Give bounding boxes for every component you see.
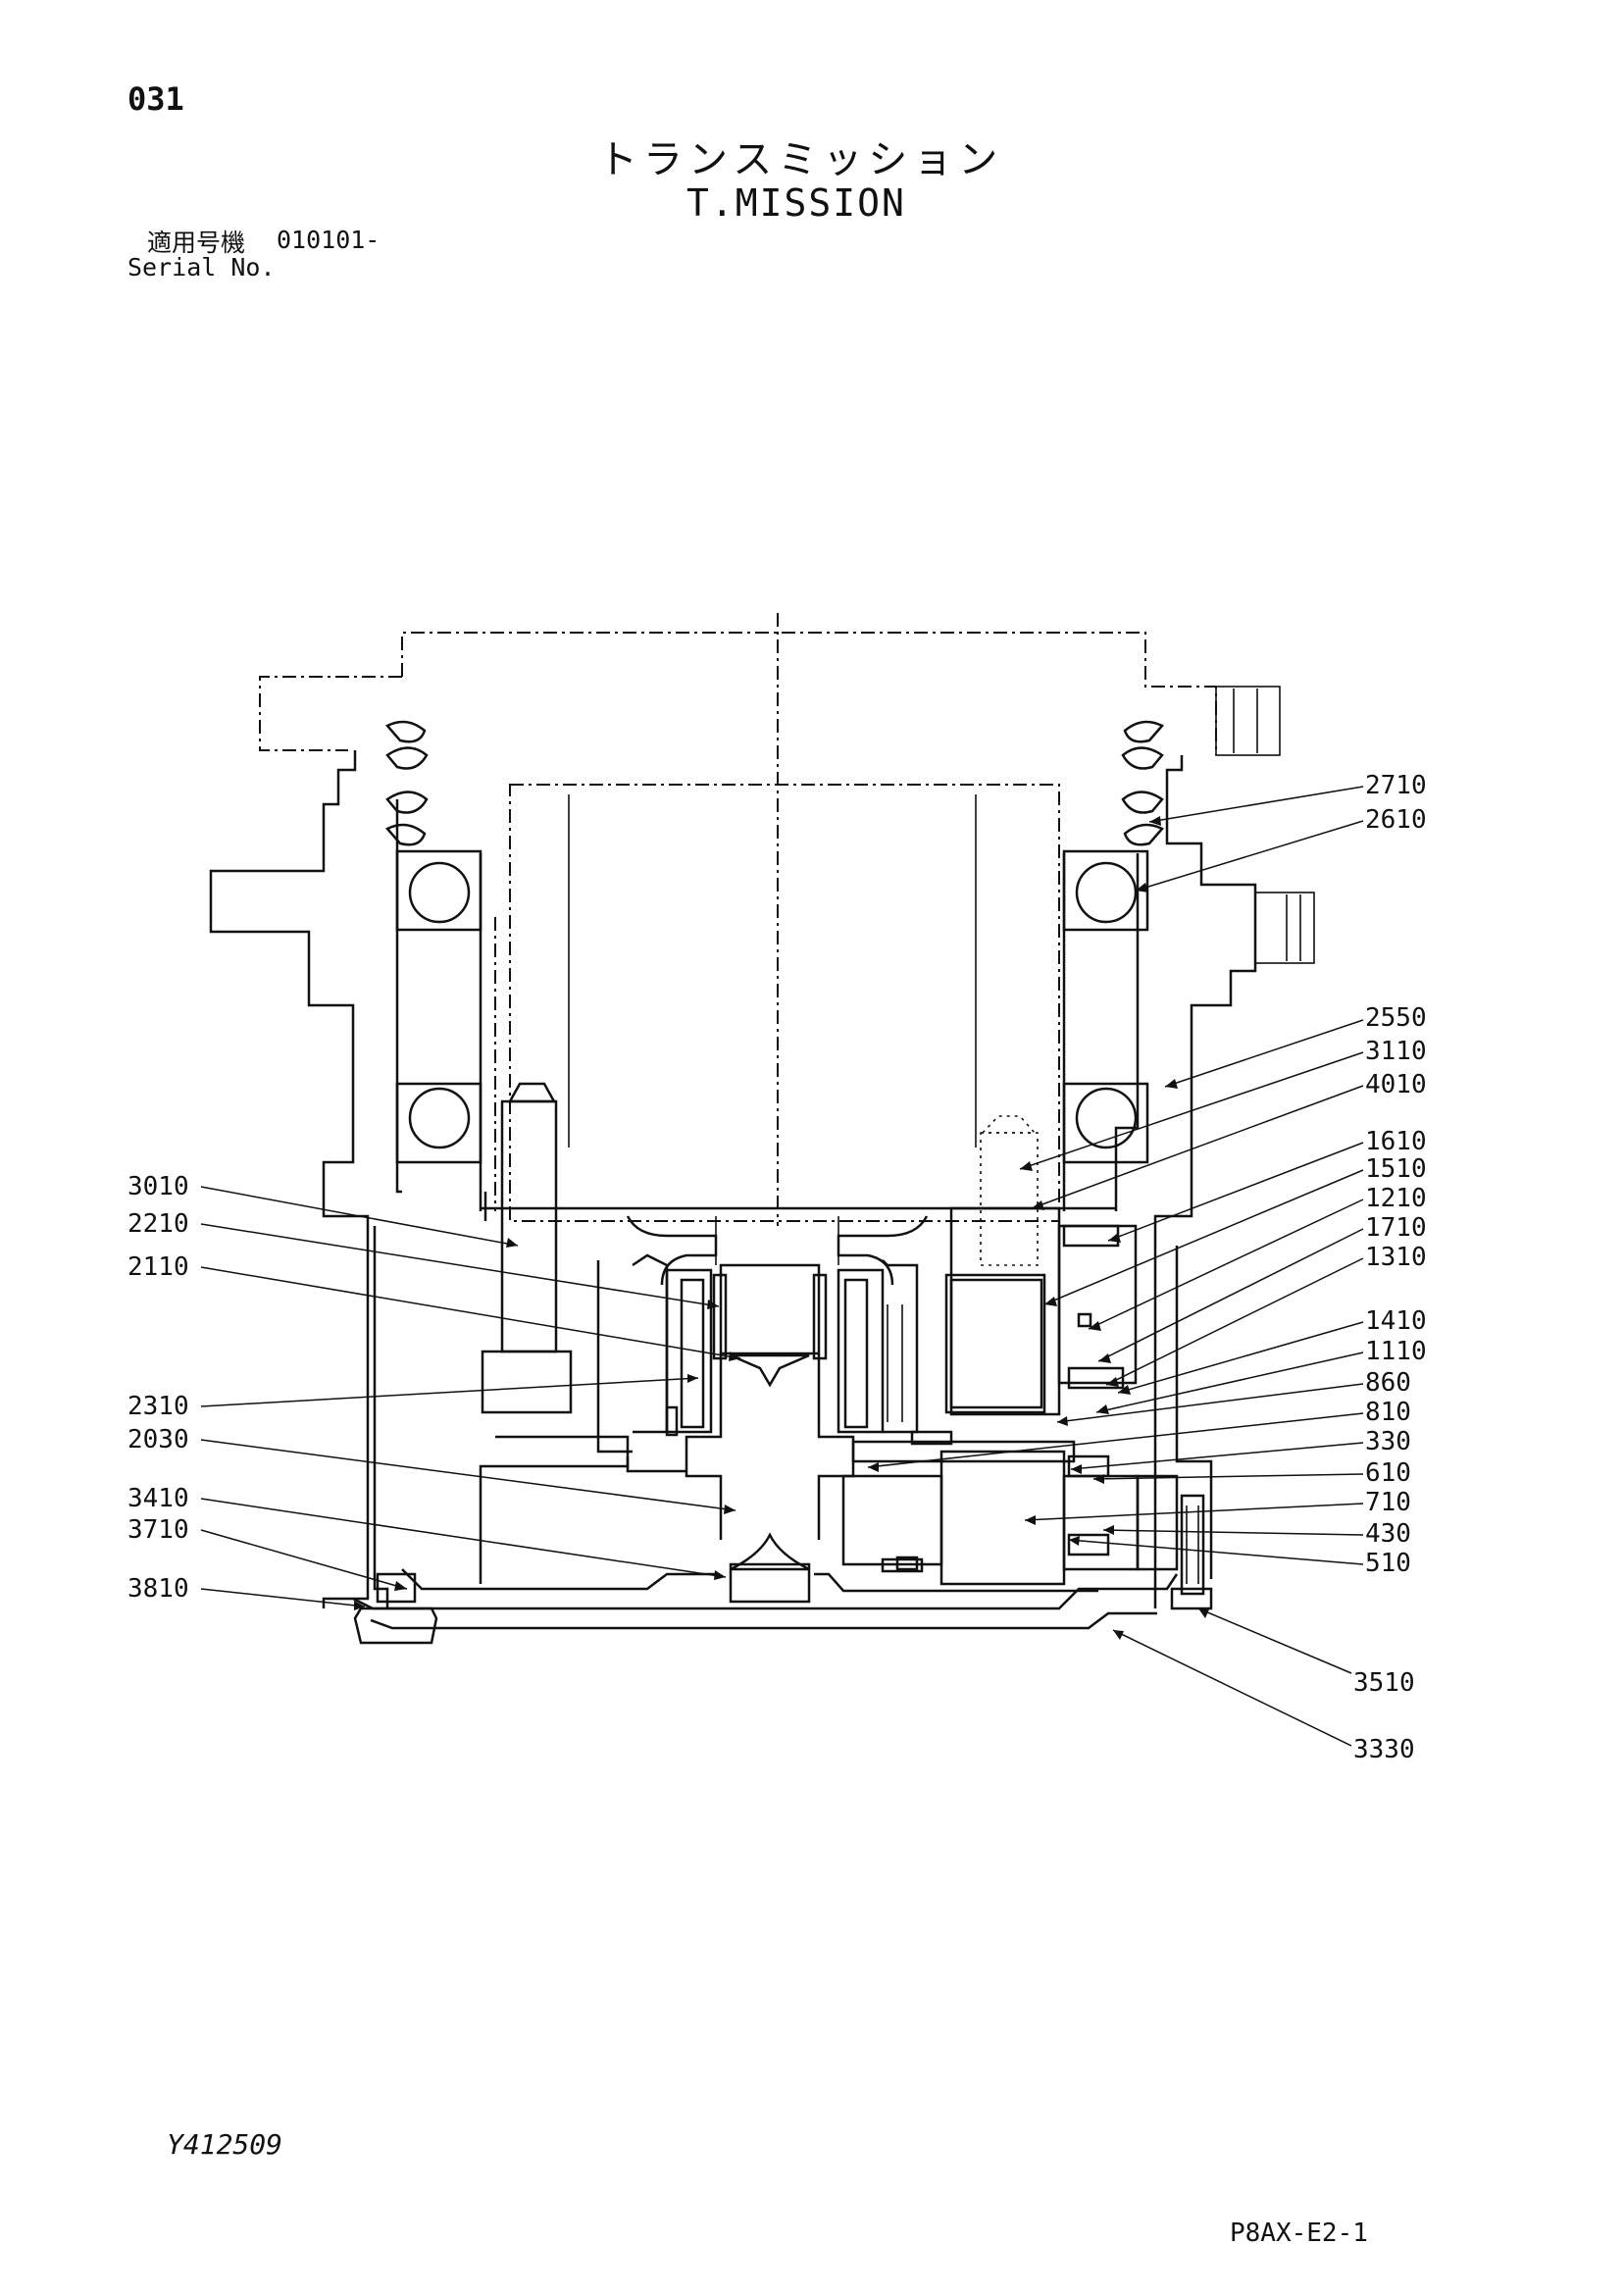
callout-1610: 1610 xyxy=(1365,1127,1427,1156)
callout-2110: 2110 xyxy=(127,1252,189,1282)
callout-1210: 1210 xyxy=(1365,1184,1427,1213)
sun-gear-shaft xyxy=(685,1263,855,1604)
bottom-plugs xyxy=(353,1494,1213,1645)
callout-2550: 2550 xyxy=(1365,1003,1427,1033)
callout-2310: 2310 xyxy=(127,1392,189,1421)
carrier-plate xyxy=(481,1206,1116,1286)
title-english: T.MISSION xyxy=(686,181,906,225)
callout-2210: 2210 xyxy=(127,1209,189,1239)
callout-1410: 1410 xyxy=(1365,1306,1427,1336)
callout-430: 430 xyxy=(1365,1519,1411,1549)
callout-3330: 3330 xyxy=(1353,1735,1415,1764)
outer-housing-right xyxy=(1114,755,1257,1608)
serial-label-japanese: 適用号機 xyxy=(147,229,246,257)
callout-3010: 3010 xyxy=(127,1172,189,1201)
callout-2610: 2610 xyxy=(1365,805,1427,835)
outer-housing-left xyxy=(209,750,487,1608)
callout-3410: 3410 xyxy=(127,1484,189,1513)
serial-value: 010101- xyxy=(277,226,381,254)
left-gear-stack xyxy=(479,1253,713,1584)
page-code: P8AX-E2-1 xyxy=(1230,2219,1368,2248)
callout-2710: 2710 xyxy=(1365,771,1427,800)
right-fitting-block xyxy=(1215,686,1315,964)
right-callout-labels: 2710 2610 2550 3110 4010 1610 1510 1210 … xyxy=(867,771,1427,1764)
callout-3810: 3810 xyxy=(127,1574,189,1604)
bottom-housing xyxy=(352,1568,1179,1630)
callout-3110: 3110 xyxy=(1365,1037,1427,1066)
callout-3510: 3510 xyxy=(1353,1668,1415,1698)
callout-2030: 2030 xyxy=(127,1425,189,1454)
callout-610: 610 xyxy=(1365,1458,1411,1488)
bolt-3010 xyxy=(481,1082,573,1414)
motor-housing-outline xyxy=(259,632,1217,1222)
page-number: 031 xyxy=(127,80,184,118)
right-gear-stack xyxy=(837,1259,1076,1463)
callout-510: 510 xyxy=(1365,1549,1411,1578)
callout-1510: 1510 xyxy=(1365,1154,1427,1184)
callout-330: 330 xyxy=(1365,1427,1411,1456)
callout-860: 860 xyxy=(1365,1368,1411,1398)
planet-pin-lower xyxy=(841,1450,1179,1586)
left-callout-labels: 3010 2210 2110 2310 2030 3410 3710 3810 xyxy=(127,1172,741,1610)
left-oil-seal xyxy=(385,720,429,846)
document-id: Y412509 xyxy=(167,2128,283,2161)
right-oil-seal xyxy=(1121,720,1164,846)
serial-label-english: Serial No. xyxy=(127,253,276,281)
bearing-balls xyxy=(395,849,1149,1211)
callout-4010: 4010 xyxy=(1365,1070,1427,1099)
callout-710: 710 xyxy=(1365,1488,1411,1517)
callout-1710: 1710 xyxy=(1365,1213,1427,1243)
callout-3710: 3710 xyxy=(127,1515,189,1545)
callout-1110: 1110 xyxy=(1365,1337,1427,1366)
callout-1310: 1310 xyxy=(1365,1243,1427,1272)
title-japanese: トランスミッション xyxy=(598,137,1004,182)
bolt-3110 xyxy=(980,1115,1039,1266)
callout-810: 810 xyxy=(1365,1398,1411,1427)
